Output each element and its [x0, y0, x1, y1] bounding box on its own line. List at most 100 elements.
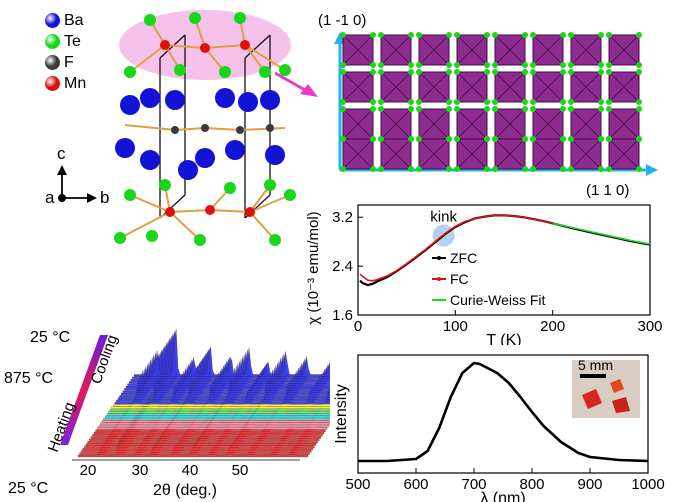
crystal-structure — [57, 10, 318, 246]
octahedron-edge — [494, 108, 526, 140]
te-atom — [408, 62, 414, 68]
octahedron-edge — [608, 34, 640, 66]
octahedron-edge — [342, 71, 374, 103]
te-atom — [560, 136, 566, 142]
octahedron-edge — [608, 138, 640, 170]
te-atom — [484, 69, 490, 75]
te-atom — [598, 136, 604, 142]
te-atom — [606, 99, 612, 105]
te-atoms — [114, 12, 296, 246]
x-axis-label: T (K) — [486, 332, 521, 345]
te-atom — [636, 32, 642, 38]
kink-annotation: kink — [430, 209, 457, 226]
te-atom — [560, 32, 566, 38]
te-atom — [408, 166, 414, 172]
x-tick-label: 500 — [345, 476, 370, 493]
te-atom — [598, 106, 604, 112]
y-axis-label: χ (10⁻³ emu/mol) — [305, 211, 322, 324]
te-atom — [484, 166, 490, 172]
octahedron-edge — [380, 138, 412, 170]
te-atom — [416, 32, 422, 38]
te-atom — [636, 99, 642, 105]
te-atom — [378, 106, 384, 112]
octahedron-edge — [608, 108, 640, 140]
xrd-tick-label: 20 — [80, 462, 97, 479]
te-atom — [568, 69, 574, 75]
te-atom — [492, 106, 498, 112]
temperature-bar — [60, 335, 108, 445]
te-atom — [492, 99, 498, 105]
te-atom — [492, 166, 498, 172]
series-line-0 — [359, 214, 651, 287]
octahedron-edge — [456, 138, 488, 170]
te-atom — [446, 99, 452, 105]
te-atom — [408, 136, 414, 142]
xrd-x-axis-label: 2θ (deg.) — [153, 482, 217, 499]
te-atom — [530, 32, 536, 38]
plot-frame — [357, 354, 649, 474]
te-atom — [636, 106, 642, 112]
te-atom — [598, 32, 604, 38]
te-atom — [636, 166, 642, 172]
legend-swatch-icon — [45, 76, 60, 91]
xrd-tick-label: 40 — [182, 462, 199, 479]
te-atom — [408, 69, 414, 75]
te-atom — [530, 166, 536, 172]
te-atom — [606, 136, 612, 142]
octahedron-edge — [380, 34, 412, 66]
octahedron-edge — [570, 138, 602, 170]
te-atom — [416, 99, 422, 105]
te-atom — [446, 106, 452, 112]
te-atom — [340, 166, 346, 172]
te-atom — [484, 32, 490, 38]
octahedron-edge — [532, 108, 564, 140]
te-atom — [378, 32, 384, 38]
octahedron-edge — [456, 108, 488, 140]
te-atom — [568, 166, 574, 172]
te-atom — [522, 166, 528, 172]
xrd-tick-label: 50 — [232, 462, 249, 479]
te-atom — [370, 62, 376, 68]
te-atom — [370, 99, 376, 105]
legend-swatch-icon — [45, 55, 60, 70]
x-tick-label: 0 — [354, 318, 362, 335]
te-atom — [416, 69, 422, 75]
te-atom — [598, 69, 604, 75]
te-atom — [340, 32, 346, 38]
series-line-2 — [552, 222, 651, 245]
octahedra-grid — [340, 32, 642, 172]
te-atom — [560, 106, 566, 112]
te-atom — [416, 136, 422, 142]
te-atom — [340, 62, 346, 68]
te-atom — [598, 166, 604, 172]
y-tick-label: 2.4 — [332, 258, 353, 275]
legend-swatch-icon — [45, 34, 60, 49]
lattice-label-top: (1 -1 0) — [318, 12, 367, 29]
te-atom — [454, 69, 460, 75]
x-tick-label: 800 — [519, 476, 544, 493]
te-atom — [492, 62, 498, 68]
te-atom — [492, 32, 498, 38]
legend-swatch-icon — [45, 13, 60, 28]
te-atom — [530, 136, 536, 142]
te-atom — [408, 32, 414, 38]
te-atom — [606, 106, 612, 112]
x-tick-label: 600 — [403, 476, 428, 493]
te-atom — [522, 62, 528, 68]
axis-c-label: c — [57, 144, 66, 163]
xrd-tick-label: 30 — [132, 462, 149, 479]
te-atom — [530, 99, 536, 105]
pl-y-axis-label: Intensity — [333, 384, 350, 444]
legend-label: Te — [64, 32, 81, 50]
te-atom — [446, 136, 452, 142]
axis-b-label: b — [100, 188, 110, 207]
te-atom — [408, 106, 414, 112]
octahedron-edge — [342, 34, 374, 66]
legend-marker — [437, 277, 441, 281]
legend-label: Mn — [64, 74, 87, 92]
temp-bottom-label: 25 °C — [8, 480, 48, 497]
octahedron-edge — [456, 71, 488, 103]
